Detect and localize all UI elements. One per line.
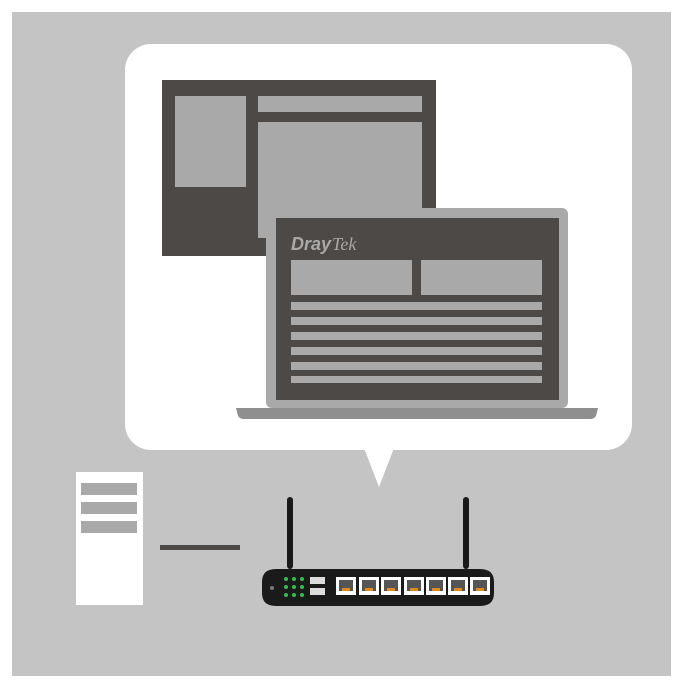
- antenna-left: [287, 497, 293, 569]
- desktop-tower-icon: [76, 472, 143, 605]
- brand-logo: DrayTek: [291, 234, 357, 254]
- antenna-right: [463, 497, 469, 569]
- network-cable: [160, 545, 240, 550]
- ethernet-ports: [336, 577, 490, 595]
- status-leds: [284, 577, 304, 597]
